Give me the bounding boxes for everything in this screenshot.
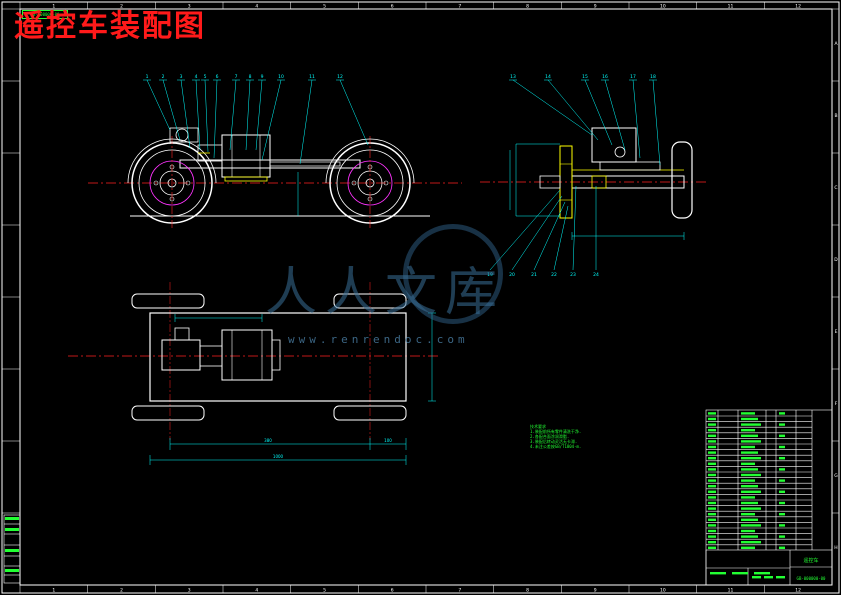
top-right-rear-wheel bbox=[333, 405, 407, 421]
zone-label-top: 11 bbox=[728, 4, 734, 10]
end-gearbox bbox=[591, 127, 637, 163]
zone-label-side: A bbox=[834, 41, 838, 47]
title-block-name: 遥控车 bbox=[803, 557, 818, 564]
zone-label-bottom: 8 bbox=[526, 588, 529, 594]
zone-label-side: H bbox=[834, 545, 837, 551]
zone-label-top: 2 bbox=[120, 4, 123, 10]
balloon-label: 9 bbox=[261, 74, 264, 80]
balloon-label: 8 bbox=[249, 74, 252, 80]
balloon-label: 13 bbox=[510, 74, 516, 80]
zone-label-side: B bbox=[834, 113, 837, 119]
zone-label-top: 5 bbox=[323, 4, 326, 10]
balloon-label: 21 bbox=[531, 272, 537, 278]
revision-stamp-fill bbox=[5, 517, 19, 572]
balloon-label: 15 bbox=[582, 74, 588, 80]
parts-list bbox=[705, 409, 833, 586]
zone-label-side: E bbox=[835, 329, 838, 335]
zone-label-side: G bbox=[834, 473, 838, 479]
top-left-front-wheel bbox=[131, 293, 205, 309]
top-motor bbox=[161, 327, 281, 381]
zone-label-bottom: 11 bbox=[728, 588, 734, 594]
balloon-label: 12 bbox=[337, 74, 343, 80]
top-view: 380 100 1000 bbox=[68, 282, 440, 465]
balloon-label: 23 bbox=[570, 272, 576, 278]
zone-label-top: 3 bbox=[188, 4, 191, 10]
zone-label-bottom: 6 bbox=[391, 588, 394, 594]
balloon-label: 4 bbox=[195, 74, 198, 80]
end-right-wheel bbox=[671, 141, 693, 219]
balloon-label: 17 bbox=[630, 74, 636, 80]
top-dim-overall bbox=[149, 455, 407, 465]
zone-label-bottom: 12 bbox=[795, 588, 801, 594]
revision-stamp bbox=[3, 514, 21, 584]
balloon-label: 14 bbox=[545, 74, 551, 80]
top-left-rear-wheel bbox=[131, 405, 205, 421]
balloon-label: 24 bbox=[593, 272, 599, 278]
dim-overall: 1000 bbox=[273, 454, 284, 459]
zone-label-top: 8 bbox=[526, 4, 529, 10]
zone-label-bottom: 7 bbox=[458, 588, 461, 594]
drawing-code-box: GB-000000-00 bbox=[22, 10, 68, 19]
dim-width: 100 bbox=[384, 438, 392, 443]
balloon-label: 10 bbox=[278, 74, 284, 80]
top-dim-upper bbox=[174, 314, 263, 322]
right-fender bbox=[325, 138, 415, 184]
balloon-label: 3 bbox=[180, 74, 183, 80]
right-wheel bbox=[329, 136, 411, 230]
zone-label-top: 10 bbox=[660, 4, 666, 10]
zone-label-top: 9 bbox=[594, 4, 597, 10]
zone-label-bottom: 3 bbox=[188, 588, 191, 594]
balloon-label: 11 bbox=[309, 74, 315, 80]
zone-label-side: C bbox=[834, 185, 837, 191]
zone-label-side: F bbox=[835, 401, 838, 407]
motor-gearbox bbox=[169, 127, 271, 182]
zone-label-top: 12 bbox=[795, 4, 801, 10]
dim-wheelbase: 380 bbox=[264, 438, 272, 443]
top-right-front-wheel bbox=[333, 293, 407, 309]
zone-label-bottom: 2 bbox=[120, 588, 123, 594]
top-dim-right bbox=[428, 312, 436, 402]
zone-label-bottom: 5 bbox=[323, 588, 326, 594]
watermark-url: www.renrendoc.com bbox=[288, 333, 469, 346]
end-width-dim bbox=[571, 232, 685, 240]
balloon-label: 2 bbox=[162, 74, 165, 80]
zone-label-top: 1 bbox=[52, 4, 55, 10]
balloon-label: 5 bbox=[204, 74, 207, 80]
top-dim-wheelbase bbox=[169, 438, 407, 450]
balloon-label: 1 bbox=[146, 74, 149, 80]
left-fender bbox=[127, 138, 217, 184]
zone-label-top: 7 bbox=[458, 4, 461, 10]
left-wheel bbox=[131, 136, 213, 230]
zone-label-bottom: 4 bbox=[255, 588, 258, 594]
balloon-label: 16 bbox=[602, 74, 608, 80]
balloon-label: 18 bbox=[650, 74, 656, 80]
balloon-label: 22 bbox=[551, 272, 557, 278]
zone-label-top: 4 bbox=[255, 4, 258, 10]
zone-label-side: D bbox=[834, 257, 838, 263]
chassis-plate bbox=[149, 312, 407, 402]
balloon-label: 6 bbox=[216, 74, 219, 80]
watermark-text: 人人文库 bbox=[265, 263, 506, 323]
balloon-label: 7 bbox=[235, 74, 238, 80]
watermark-circle bbox=[403, 224, 503, 324]
parts-list-entries bbox=[708, 412, 785, 579]
end-height-dims bbox=[509, 143, 560, 217]
zone-label-top: 6 bbox=[391, 4, 394, 10]
technical-requirements: 技术要求 1.装配前所有零件清洗干净. 2.各配合面涂润滑脂. 3.装配后转动灵… bbox=[530, 424, 582, 449]
zone-label-bottom: 10 bbox=[660, 588, 666, 594]
title-block-code: GB-000000-00 bbox=[797, 576, 826, 581]
zone-label-bottom: 9 bbox=[594, 588, 597, 594]
balloon-label: 20 bbox=[509, 272, 515, 278]
drawing-title: 遥控车装配图 bbox=[14, 9, 206, 44]
zone-label-bottom: 1 bbox=[52, 588, 55, 594]
